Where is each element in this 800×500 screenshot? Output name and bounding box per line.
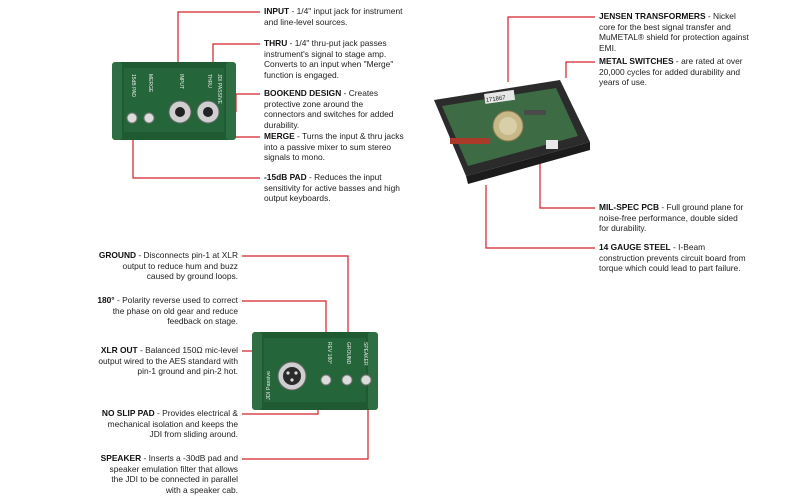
callout-merge: MERGE - Turns the input & thru jacks int… — [264, 131, 404, 162]
label-rev: REV 180° — [326, 342, 332, 364]
line-input — [177, 11, 260, 78]
callout-xlr: XLR OUT - Balanced 150Ω mic-level output… — [98, 345, 238, 376]
serial-label: 171867 — [485, 95, 506, 104]
rev-switch — [320, 374, 332, 386]
line-bookend — [235, 93, 260, 112]
line-metal — [565, 61, 595, 78]
line-steel — [485, 185, 595, 249]
callout-pad: -15dB PAD - Reduces the input sensitivit… — [264, 172, 400, 203]
callout-bookend: BOOKEND DESIGN - Creates protective zone… — [264, 88, 394, 130]
callout-steel: 14 GAUGE STEEL - I-Beam construction pre… — [599, 242, 746, 273]
label-merge: MERGE — [147, 74, 153, 93]
label-input: INPUT — [178, 74, 184, 89]
line-thru — [212, 43, 260, 64]
merge-switch — [143, 112, 155, 124]
label-brand-bottom: JDI Passive — [266, 371, 272, 400]
speaker-switch — [360, 374, 372, 386]
jdi-interior-photo: 171867 — [434, 80, 590, 184]
label-speaker: SPEAKER — [362, 342, 368, 366]
callout-metal: METAL SWITCHES - are rated at over 20,00… — [599, 56, 743, 87]
callout-ground: GROUND - Disconnects pin-1 at XLR output… — [98, 250, 238, 281]
label-pad: 15dB PAD — [130, 74, 136, 97]
callout-thru: THRU - 1/4" thru-put jack passes instrum… — [264, 38, 394, 80]
line-milspec — [539, 150, 595, 209]
label-ground: GROUND — [345, 342, 351, 365]
callout-speaker: SPEAKER - Inserts a -30dB pad and speake… — [100, 453, 238, 495]
callout-noslip: NO SLIP PAD - Provides electrical & mech… — [101, 408, 238, 439]
line-ground — [242, 255, 349, 356]
callout-jensen: JENSEN TRANSFORMERS - Nickel core for th… — [599, 11, 749, 53]
label-brand: JDI PASSIVE — [216, 74, 222, 105]
metal-switch — [546, 140, 558, 149]
callout-milspec: MIL-SPEC PCB - Full ground plane for noi… — [599, 202, 744, 233]
ground-switch — [341, 374, 353, 386]
callout-input: INPUT - 1/4" input jack for instrument a… — [264, 6, 403, 27]
pad-switch — [126, 112, 138, 124]
line-jensen — [507, 16, 595, 82]
jdi-output-side-photo: JDI Passive REV 180° GROUND SPEAKER — [252, 332, 378, 410]
callout-polarity: 180° - Polarity reverse used to correct … — [97, 295, 238, 326]
jdi-input-side-photo: 15dB PAD MERGE INPUT THRU JDI PASSIVE — [112, 62, 236, 140]
label-thru: THRU — [206, 74, 212, 88]
